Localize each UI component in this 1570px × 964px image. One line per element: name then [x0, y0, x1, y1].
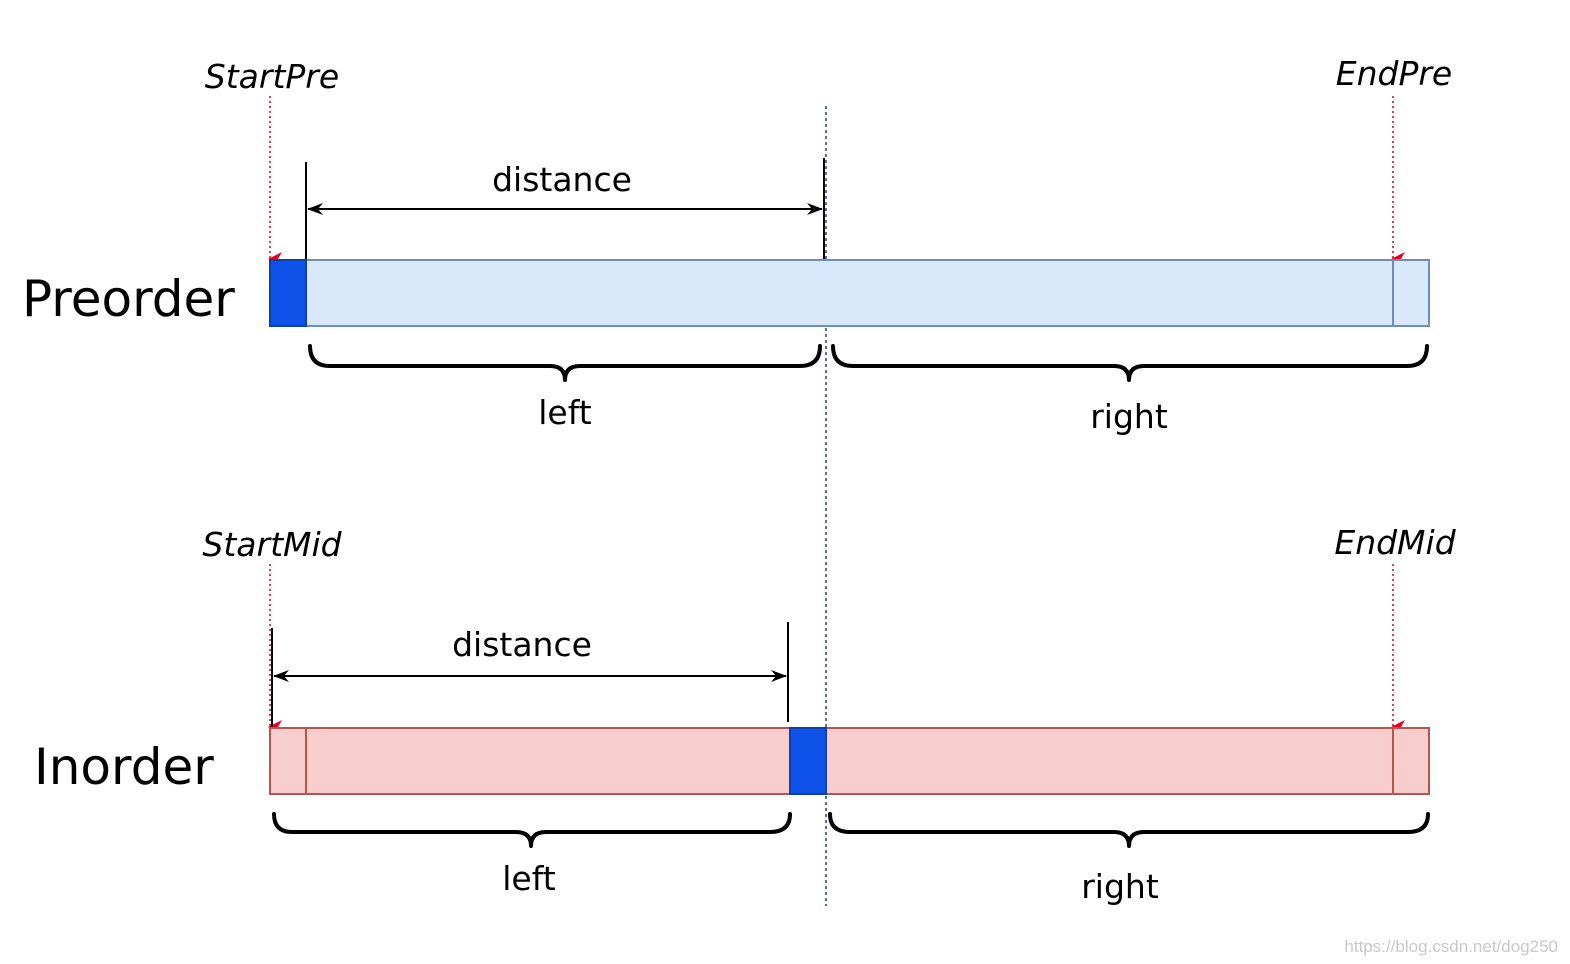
watermark: https://blog.csdn.net/dog250 [1344, 937, 1558, 956]
preorder-title: Preorder [22, 270, 235, 328]
inorder-left-brace [272, 812, 792, 848]
inorder-left-label: left [502, 859, 556, 898]
start-pre-label: StartPre [205, 57, 339, 96]
inorder-distance-label: distance [452, 625, 592, 664]
preorder-right-label: right [1090, 397, 1168, 436]
inorder-right-brace [828, 812, 1430, 848]
preorder-section: Preorder StartPre EndPre distance left r… [22, 54, 1452, 436]
end-pre-label: EndPre [1336, 54, 1452, 93]
preorder-distance-label: distance [492, 160, 632, 199]
inorder-title: Inorder [34, 738, 214, 796]
inorder-right-label: right [1081, 867, 1159, 906]
end-mid-label: EndMid [1334, 523, 1456, 562]
inorder-section: Inorder StartMid EndMid distance left ri… [34, 523, 1457, 906]
inorder-root-cell [789, 727, 827, 795]
preorder-left-brace [308, 344, 822, 382]
preorder-array-bar [269, 259, 1430, 327]
preorder-root-cell [269, 259, 307, 327]
inorder-array-bar [269, 727, 1430, 795]
preorder-right-brace [831, 344, 1429, 382]
start-mid-label: StartMid [202, 525, 342, 564]
preorder-left-label: left [538, 393, 592, 432]
